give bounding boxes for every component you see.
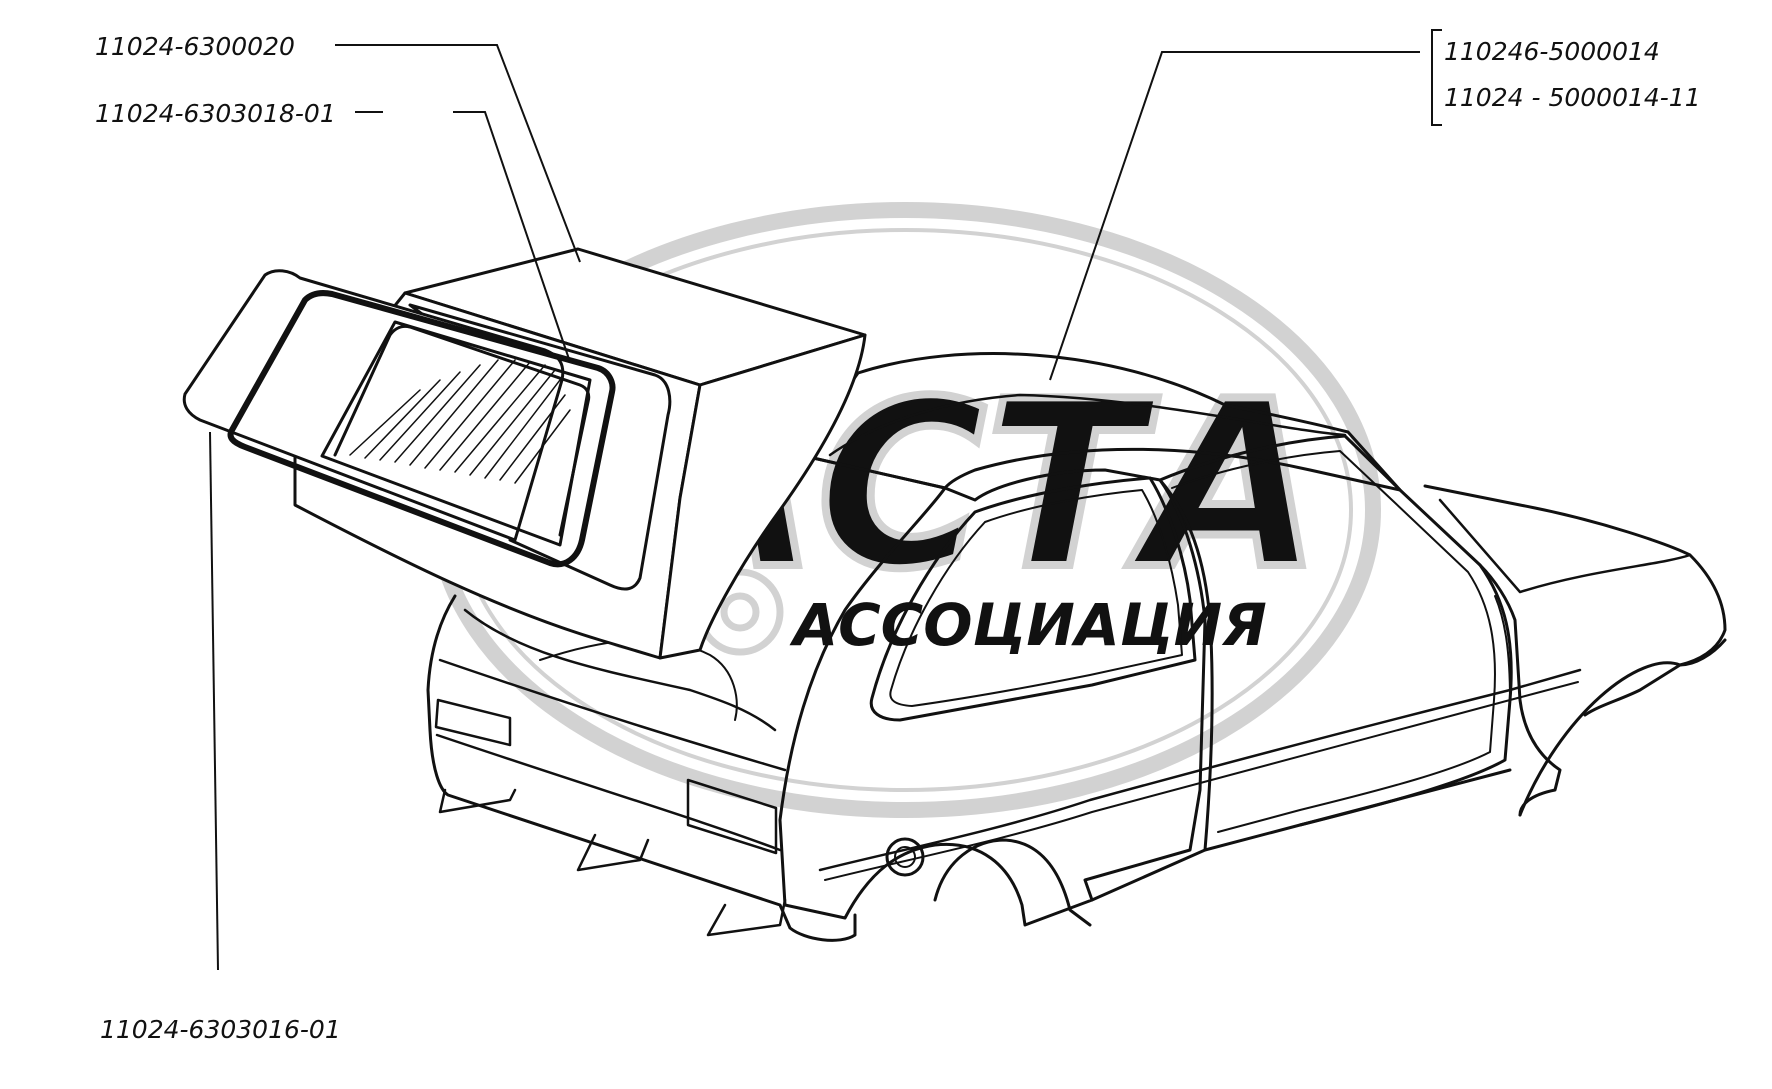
rear-lamp-left [434,698,512,747]
fuel-filler-cap-inner [894,846,916,868]
glass-hatching [349,359,571,484]
roof-edge [828,393,1347,457]
rear-quarter-window [869,476,1197,722]
door-opening-inner [1171,450,1496,833]
tailgate-window-opening [408,303,672,591]
leader-line-tailgate-seal [355,111,571,363]
label-tailgate-glass: 11024-6303016-01 [100,1015,341,1044]
front-door-shut-line [1494,595,1511,761]
cowl-panel [1423,484,1727,717]
door-sill [1090,768,1512,902]
rear-body-panel [426,594,857,942]
tailgate-inner-glass-edge [333,324,591,537]
tailgate-assembly [182,247,867,660]
tailgate-seal-inner [320,320,592,547]
label-tailgate-seal: 11024-6303018-01 [95,99,336,128]
label-body-variant-1: 110246-5000014 [1444,37,1660,66]
leader-line-tailgate [335,44,581,263]
rear-quarter-window-inner [889,489,1183,707]
support-stands [438,788,787,937]
tailgate-seal [227,290,616,568]
rear-body-side-edge [435,658,787,852]
fuel-filler-cap [885,837,925,877]
watermark-subtitle: АССОЦИАЦИЯ [789,591,1267,659]
body-variant-bracket [1431,29,1442,126]
b-pillar [1478,563,1562,817]
rear-lamp-right [686,778,778,855]
windshield-base [1438,498,1692,594]
roof-panel [798,352,1402,492]
rear-wheel-arch [933,838,1092,927]
car-body-shell [426,352,1727,942]
side-character-line-lower [824,681,1579,881]
tailgate-frame-side [658,333,867,660]
side-character-line [818,668,1582,872]
tailgate-glass [182,269,565,542]
front-wheel-arch [1518,638,1727,817]
luggage-floor [463,608,777,732]
leader-line-tailgate-glass [209,431,219,971]
leader-line-body [1049,51,1420,381]
label-body-variant-2: 11024 - 5000014-11 [1444,83,1701,112]
label-tailgate: 11024-6300020 [95,32,295,61]
leader-lines [209,29,1442,971]
